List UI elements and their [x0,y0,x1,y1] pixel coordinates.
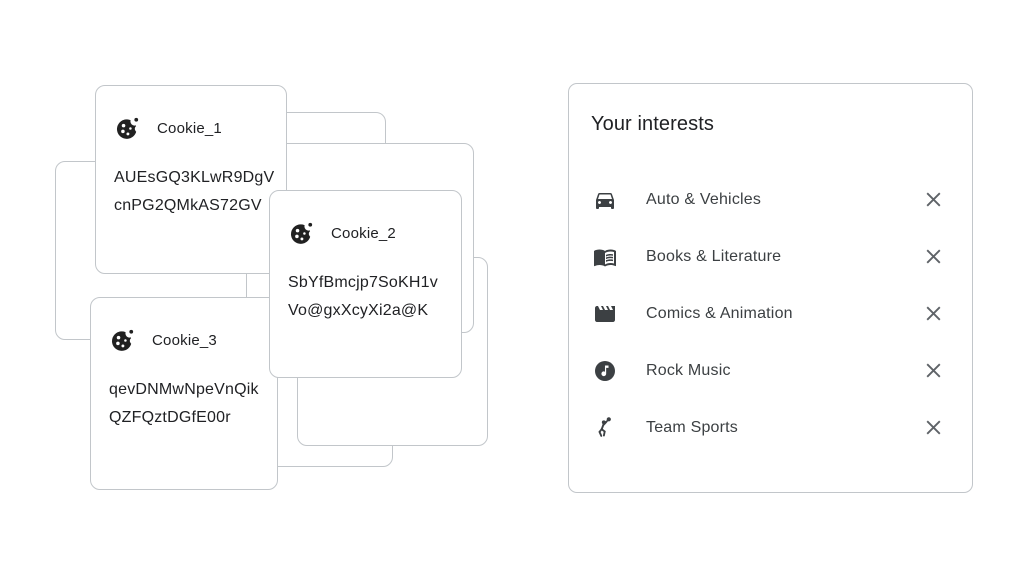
interest-row-rock-music: Rock Music [569,342,972,399]
close-icon [923,360,944,381]
cookie-name: Cookie_3 [152,332,217,349]
cookie-icon [289,221,314,246]
close-icon [923,189,944,210]
remove-interest-button[interactable] [920,358,946,384]
cookie-value-line: cnPG2QMkAS72GV [114,197,262,214]
remove-interest-button[interactable] [920,187,946,213]
your-interests-panel: Your interests Auto & Vehicles [568,83,973,493]
panel-title: Your interests [591,113,714,135]
interest-label: Auto & Vehicles [646,190,762,208]
cookie-value-line: Vo@gxXcyXi2a@K [288,302,429,319]
cookie-card-2: Cookie_2 SbYfBmcjp7SoKH1v Vo@gxXcyXi2a@K [269,190,462,378]
interest-row-books-literature: Books & Literature [569,228,972,285]
cookie-value-line: qevDNMwNpeVnQik [109,381,259,398]
cookie-name: Cookie_2 [331,225,396,242]
interest-row-comics-animation: Comics & Animation [569,285,972,342]
remove-interest-button[interactable] [920,415,946,441]
book-icon [593,245,617,269]
close-icon [923,246,944,267]
interest-label: Books & Literature [646,247,782,265]
handball-icon [593,416,617,440]
cookie-value-line: AUEsGQ3KLwR9DgV [114,169,275,186]
remove-interest-button[interactable] [920,301,946,327]
cookie-icon [115,116,140,141]
music-icon [593,359,617,383]
cookie-value-line: QZFQztDGfE00r [109,409,231,426]
remove-interest-button[interactable] [920,244,946,270]
cookie-card-1: Cookie_1 AUEsGQ3KLwR9DgV cnPG2QMkAS72GV [95,85,287,274]
cookie-value-line: SbYfBmcjp7SoKH1v [288,274,438,291]
interest-label: Rock Music [646,361,731,379]
interest-row-auto-vehicles: Auto & Vehicles [569,171,972,228]
car-icon [593,188,617,212]
interest-row-team-sports: Team Sports [569,399,972,456]
close-icon [923,417,944,438]
cookie-card-3: Cookie_3 qevDNMwNpeVnQik QZFQztDGfE00r [90,297,278,490]
close-icon [923,303,944,324]
movie-icon [593,302,617,326]
cookie-name: Cookie_1 [157,120,222,137]
interest-label: Team Sports [646,418,739,436]
cookie-icon [110,328,135,353]
interest-label: Comics & Animation [646,304,793,322]
